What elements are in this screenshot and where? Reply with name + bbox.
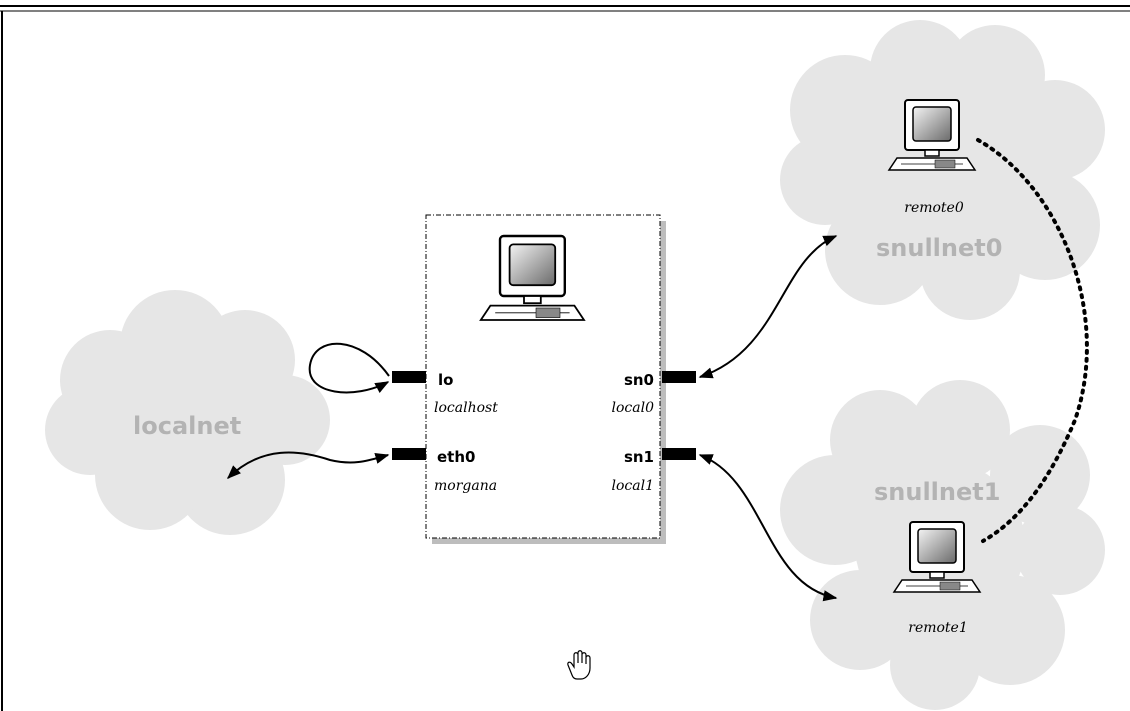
snullnet0-cloud [780, 20, 1105, 320]
remote1-label: remote1 [908, 620, 968, 636]
lo-hostname: localhost [434, 400, 498, 416]
sn0-label: sn0 [624, 371, 654, 389]
lo-label: lo [438, 371, 453, 389]
sn1-label: sn1 [624, 448, 654, 466]
sn1-hostname: local1 [612, 478, 654, 494]
sn0-snullnet0-arrow [698, 235, 838, 379]
snullnet0-label: snullnet0 [876, 234, 1002, 262]
sn1-snullnet1-arrow [698, 454, 838, 602]
sn0-hostname: local0 [612, 400, 655, 416]
eth0-localnet-arrow [226, 451, 390, 479]
hand-cursor-icon [567, 650, 591, 680]
eth0-connector [392, 448, 426, 460]
localnet-cloud [45, 290, 330, 535]
remote0-label: remote0 [904, 200, 964, 216]
eth0-label: eth0 [437, 448, 475, 466]
sn0-connector [662, 371, 696, 383]
snullnet1-label: snullnet1 [874, 478, 1000, 506]
eth0-hostname: morgana [434, 478, 497, 494]
sn1-connector [662, 448, 696, 460]
localnet-label: localnet [133, 412, 241, 440]
lo-connector [392, 371, 426, 383]
remote-link-dotted [976, 138, 1089, 543]
loopback-arrow [308, 342, 390, 394]
